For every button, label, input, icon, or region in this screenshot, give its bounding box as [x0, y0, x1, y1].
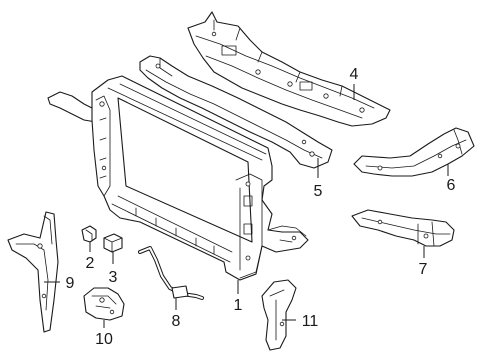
- part-10-latch[interactable]: [83, 287, 125, 321]
- part-4-upper-tie-bar[interactable]: [187, 11, 391, 127]
- callout-11[interactable]: 11: [302, 313, 319, 330]
- part-5-support-bar[interactable]: [139, 55, 333, 169]
- part-3-clip[interactable]: [103, 233, 123, 253]
- callout-9[interactable]: 9: [66, 275, 75, 292]
- callout-8[interactable]: 8: [172, 313, 181, 330]
- part-9-left-bracket[interactable]: [7, 211, 59, 333]
- part-8-rod[interactable]: [138, 246, 204, 300]
- part-2-clip[interactable]: [81, 225, 97, 243]
- callout-4[interactable]: 4: [350, 66, 359, 83]
- callout-6[interactable]: 6: [447, 177, 456, 194]
- part-11-vertical-bracket[interactable]: [261, 279, 297, 351]
- part-1-radiator-support[interactable]: [47, 75, 309, 281]
- part-6-side-bracket[interactable]: [353, 127, 475, 177]
- callout-1[interactable]: 1: [234, 297, 243, 314]
- callout-10[interactable]: 10: [95, 331, 113, 348]
- part-7-lower-bracket[interactable]: [351, 209, 455, 247]
- callout-7[interactable]: 7: [419, 261, 428, 278]
- callout-5[interactable]: 5: [314, 183, 323, 200]
- callout-2[interactable]: 2: [86, 255, 95, 272]
- callout-3[interactable]: 3: [109, 269, 118, 286]
